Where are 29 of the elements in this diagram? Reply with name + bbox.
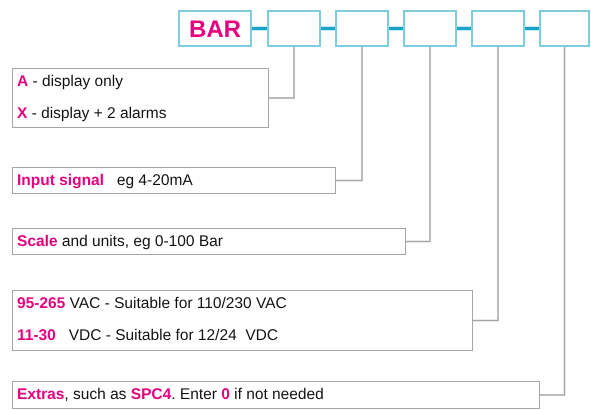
description-box xyxy=(12,381,540,409)
option-text: Extras, such as SPC4. Enter 0 if not needed xyxy=(17,385,324,404)
code-box xyxy=(178,10,252,47)
connector-line xyxy=(457,26,471,30)
code-box xyxy=(335,10,389,47)
description-box xyxy=(12,290,473,351)
connector-line xyxy=(321,26,335,30)
description-box xyxy=(12,167,336,194)
code-label: BAR xyxy=(189,16,241,44)
description-box xyxy=(12,68,269,128)
description-box xyxy=(12,228,406,255)
code-box xyxy=(471,10,525,47)
option-text: 11-30 VDC - Suitable for 12/24 VDC xyxy=(17,326,278,345)
leader-line xyxy=(336,47,363,182)
option-text: Scale and units, eg 0-100 Bar xyxy=(17,232,223,251)
option-text: X - display + 2 alarms xyxy=(17,104,166,123)
leader-line xyxy=(406,47,431,242)
option-text: Input signal eg 4-20mA xyxy=(17,171,193,190)
code-box xyxy=(539,10,590,47)
leader-line xyxy=(473,47,499,322)
option-text: 95-265 VAC - Suitable for 110/230 VAC xyxy=(17,294,287,313)
connector-line xyxy=(252,26,267,30)
code-box xyxy=(403,10,457,47)
option-text: A - display only xyxy=(17,72,123,91)
leader-line xyxy=(540,47,566,396)
code-box xyxy=(267,10,321,47)
connector-line xyxy=(525,26,539,30)
leader-line xyxy=(269,47,295,99)
connector-line xyxy=(389,26,403,30)
